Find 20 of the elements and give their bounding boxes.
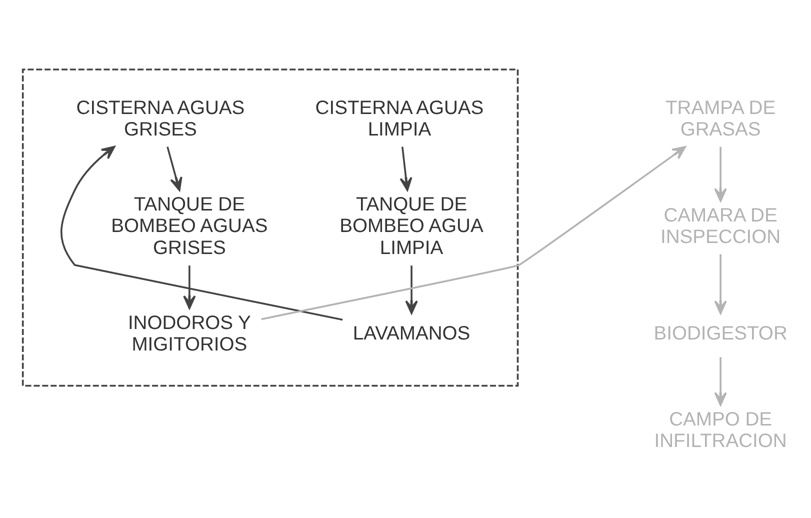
cluster (22, 68, 519, 387)
node-text: TRAMPA DE GRASAS (666, 98, 776, 141)
arrow (166, 146, 182, 192)
node-text: BIODIGESTOR (654, 324, 788, 345)
node-text: LAVAMANOS (352, 324, 470, 345)
node-text: CISTERNA AGUAS GRISES (76, 98, 245, 141)
node-text: INODOROS Y MIGITORIOS (128, 312, 251, 356)
arrow (405, 266, 418, 314)
node-text: CAMARA DE INSPECCION (660, 205, 781, 248)
arrow (714, 146, 727, 202)
node-text: CAMPO DE INFILTRACION (654, 409, 787, 452)
node-text: TANQUE DE BOMBEO AGUA LIMPIA (340, 194, 484, 259)
arrow (261, 146, 686, 320)
arrow (400, 146, 412, 192)
arrow (60, 146, 343, 321)
arrow (714, 254, 727, 314)
arrow (183, 266, 196, 310)
arrow (714, 357, 727, 406)
node-text: CISTERNA AGUAS LIMPIA (315, 98, 484, 141)
node-text: TANQUE DE BOMBEO AGUAS GRISES (111, 194, 268, 259)
